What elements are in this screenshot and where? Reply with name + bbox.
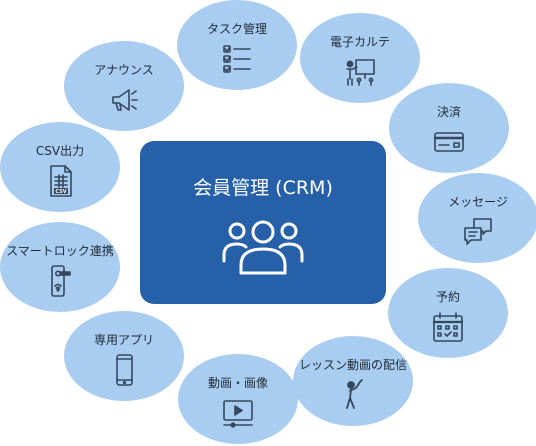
svg-text:CSV: CSV xyxy=(55,189,66,195)
feature-electronic-records: 電子カルテ xyxy=(300,13,420,103)
feature-label: 専用アプリ xyxy=(93,333,154,347)
credit-card-icon xyxy=(432,125,466,159)
megaphone-icon xyxy=(107,83,141,117)
feature-label: 電子カルテ xyxy=(329,35,390,49)
smart-lock-icon xyxy=(43,264,77,298)
feature-reservation: 予約 xyxy=(388,268,508,358)
feature-dedicated-app: 専用アプリ xyxy=(64,311,184,401)
feature-payment: 決済 xyxy=(389,83,509,173)
feature-label: メッセージ xyxy=(448,195,508,209)
crm-center-panel: 会員管理 (CRM) xyxy=(140,141,386,304)
checklist-icon xyxy=(220,42,254,76)
feature-label: CSV出力 xyxy=(35,144,85,158)
feature-label: 決済 xyxy=(436,105,461,119)
feature-label: タスク管理 xyxy=(206,22,267,36)
feature-label: 動画・画像 xyxy=(207,376,268,390)
feature-label: レッスン動画の配信 xyxy=(298,358,407,372)
video-player-icon xyxy=(221,396,255,430)
smartphone-icon xyxy=(107,353,141,387)
feature-label: 予約 xyxy=(435,290,460,304)
crm-title: 会員管理 (CRM) xyxy=(193,177,333,199)
feature-lesson-video-delivery: レッスン動画の配信 xyxy=(293,336,413,426)
presentation-board-icon xyxy=(343,55,377,89)
feature-announcement: アナウンス xyxy=(64,41,184,131)
csv-file-icon: CSV xyxy=(43,164,77,198)
feature-video-image: 動画・画像 xyxy=(178,354,298,444)
users-group-icon xyxy=(221,217,305,277)
feature-smart-lock: スマートロック連携 xyxy=(0,222,120,312)
golfer-icon xyxy=(336,378,370,412)
calendar-icon xyxy=(431,310,465,344)
feature-label: スマートロック連携 xyxy=(6,244,114,258)
feature-task-management: タスク管理 xyxy=(177,0,297,90)
feature-csv-export: CSV出力 CSV xyxy=(0,122,120,212)
feature-label: アナウンス xyxy=(94,63,154,77)
chat-bubbles-icon xyxy=(461,215,495,249)
feature-message: メッセージ xyxy=(418,173,536,263)
